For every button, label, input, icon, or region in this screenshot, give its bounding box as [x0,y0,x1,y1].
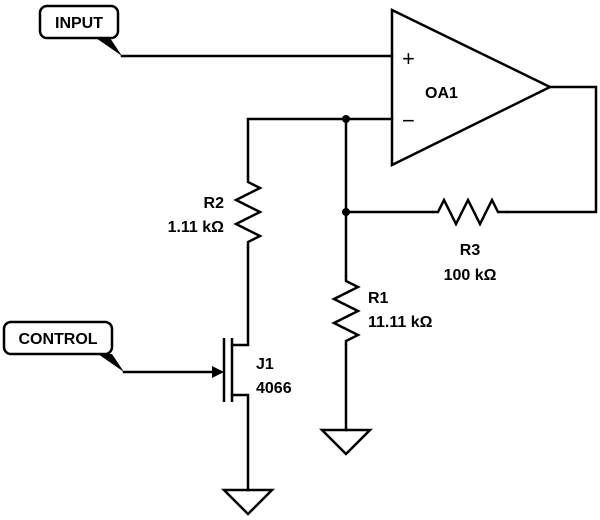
resistor-r1: R1 11.11 kΩ [331,275,433,345]
control-flag-pointer-icon [98,354,124,372]
ground-r1 [318,428,374,456]
wire-r2-to-j1 [230,246,250,347]
resistor-r2: R2 1.11 kΩ [168,176,263,248]
ground-j1-icon [220,488,276,516]
junction-dot-feedback [342,208,350,216]
opamp-oa1: + − OA1 [390,8,553,168]
r1-zigzag [331,275,361,345]
input-flag-box [38,4,120,40]
control-flag-box [2,320,114,356]
r2-zigzag [233,176,263,248]
r3-value: 100 kΩ [444,267,497,284]
ground-j1 [220,488,276,516]
opamp-plus-sign: + [402,46,415,71]
input-flag-pointer-icon [96,38,122,56]
r3-name: R3 [460,242,481,259]
j1-name: J1 [256,356,274,373]
j1-value: 4066 [256,380,292,397]
control-flag: CONTROL [2,320,124,372]
wire-j1-to-ground [230,393,250,492]
wire-feedback-output [506,85,598,214]
j1-arrow-icon [212,366,224,378]
control-flag-label: CONTROL [18,331,97,348]
opamp-label: OA1 [425,85,458,102]
r2-value: 1.11 kΩ [168,219,225,236]
junction-dot-inverting [342,115,350,123]
opamp-minus-sign: − [402,108,415,133]
r1-name: R1 [368,290,389,307]
resistor-r3: R3 100 kΩ [432,197,508,284]
ground-r1-icon [318,428,374,456]
wires [120,54,598,492]
r1-value: 11.11 kΩ [368,314,433,331]
switch-j1: J1 4066 [212,338,292,402]
input-flag: INPUT [38,4,122,56]
wire-node-to-r2 [246,117,348,178]
r2-name: R2 [204,195,225,212]
r3-zigzag [432,197,508,227]
input-flag-label: INPUT [55,15,103,32]
opamp-triangle [390,8,553,168]
